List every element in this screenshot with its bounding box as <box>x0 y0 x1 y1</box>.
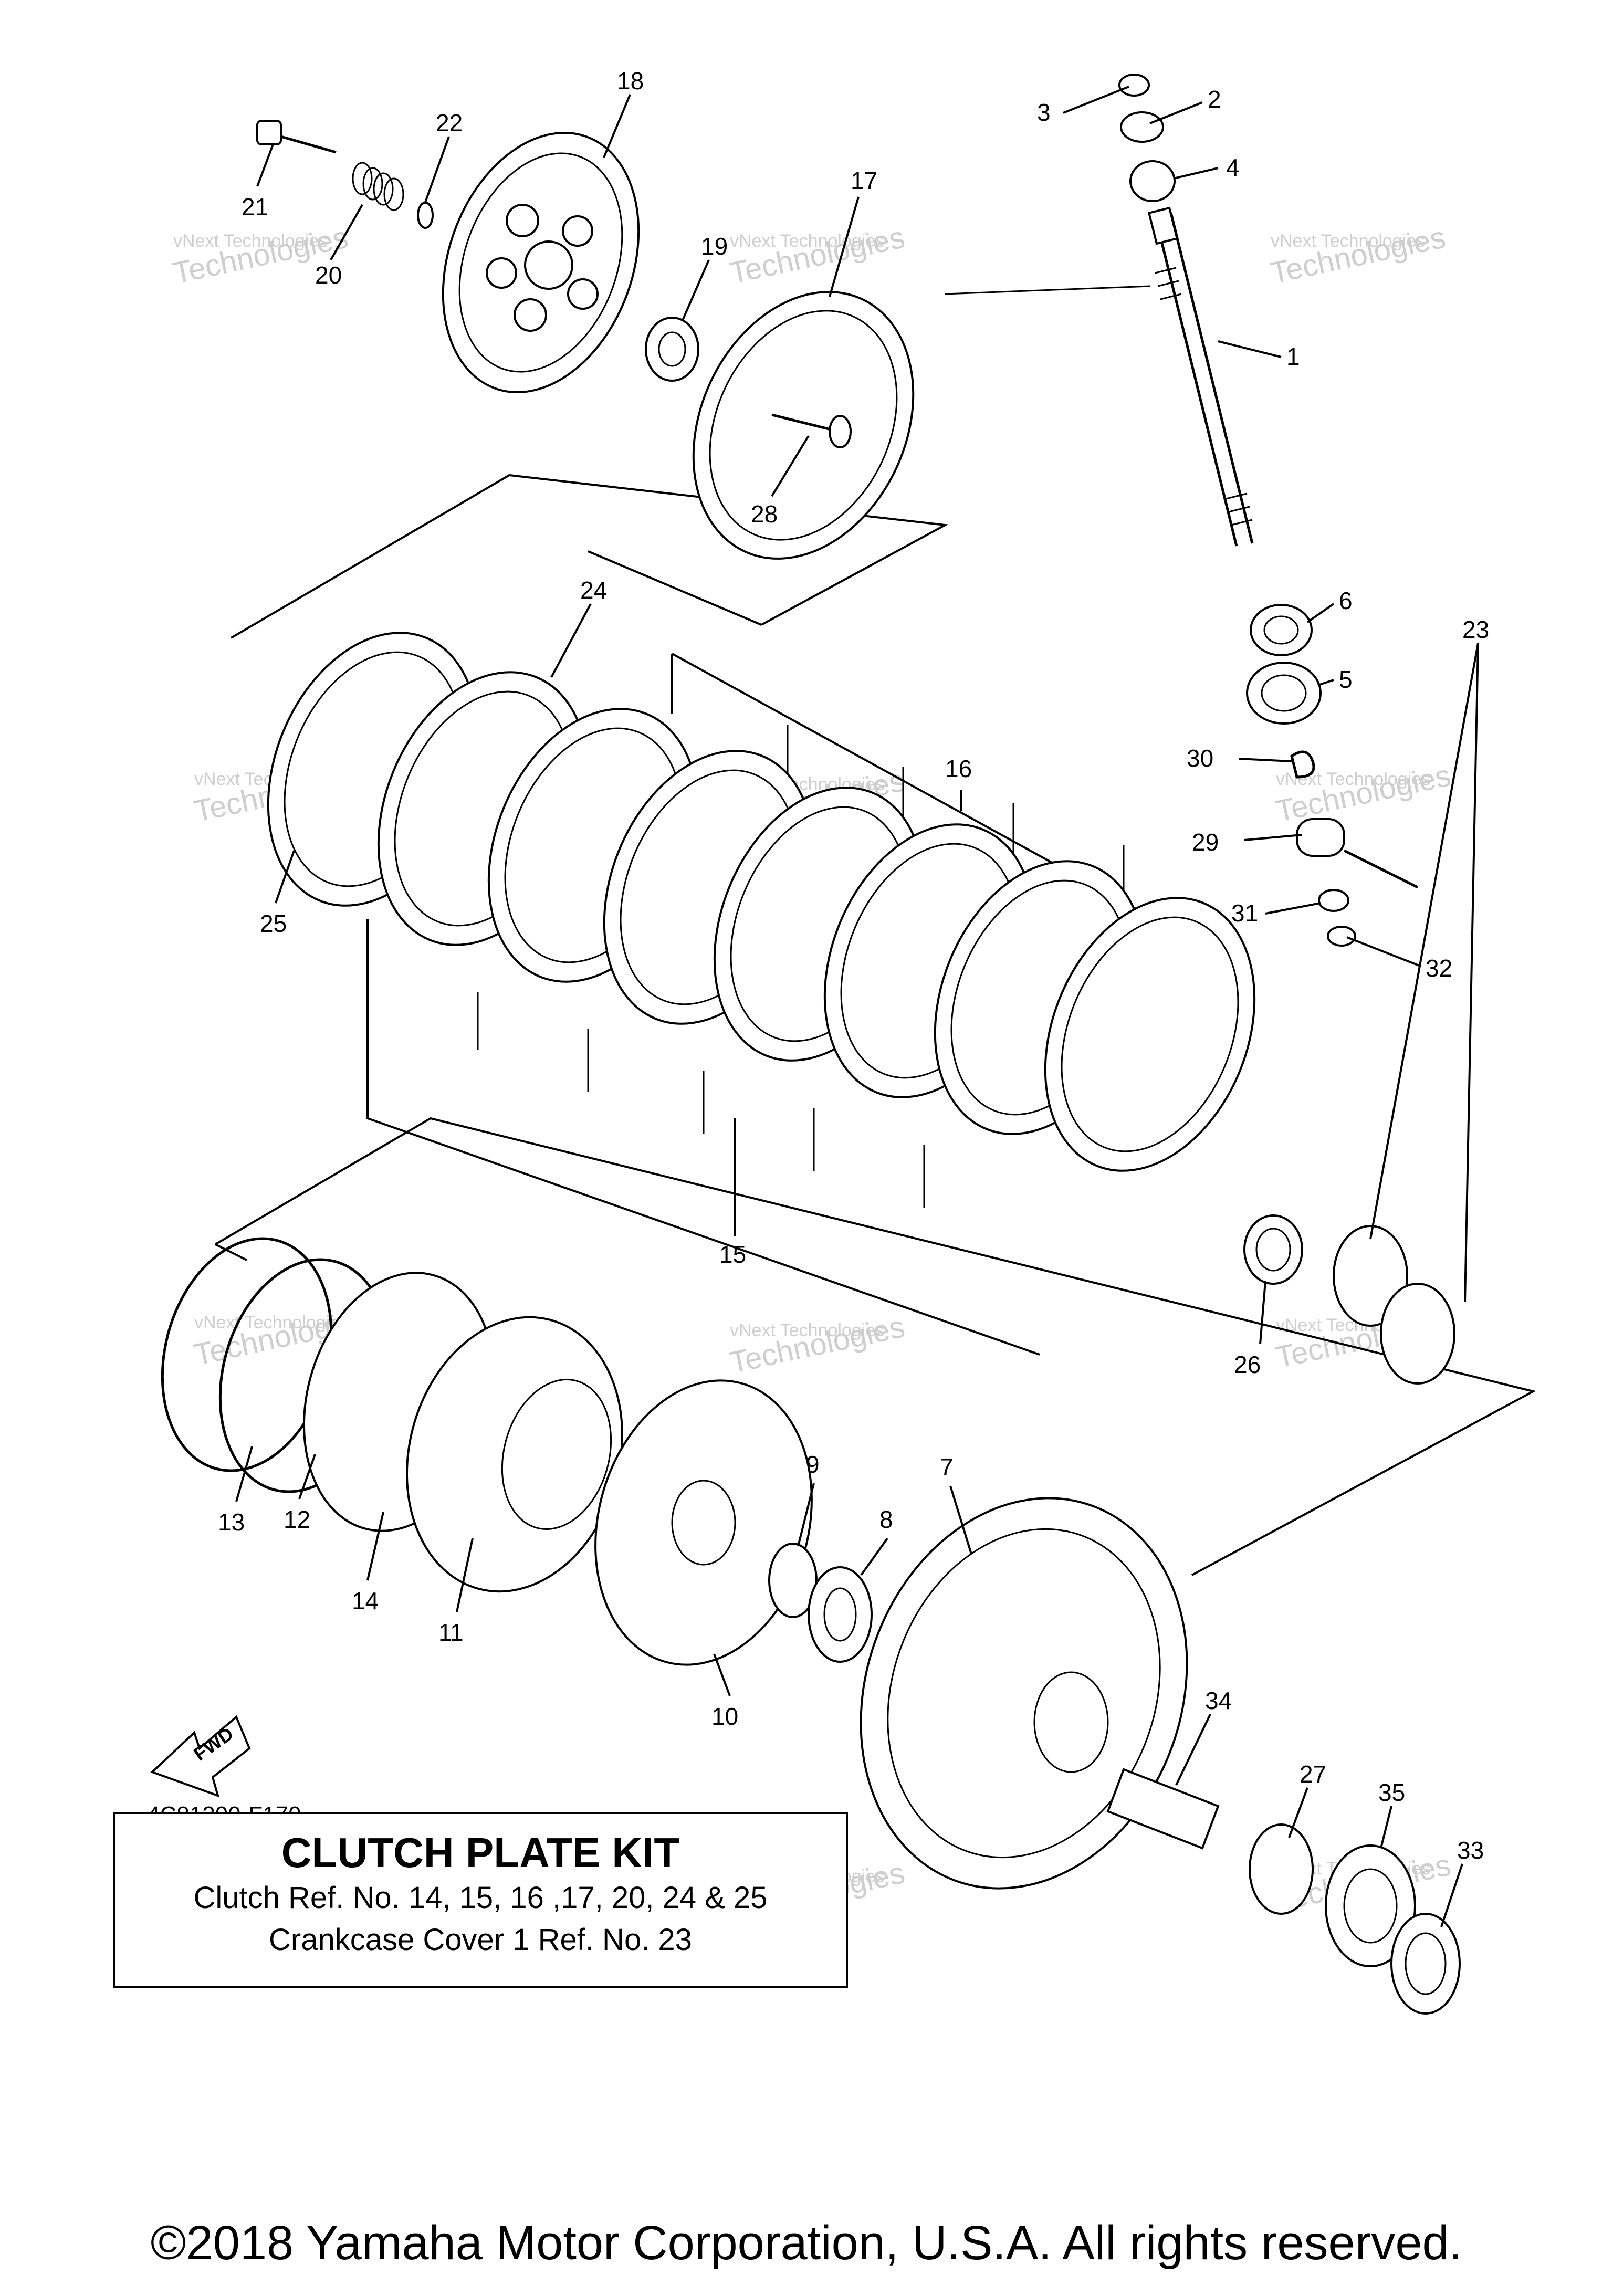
callout-31: 31 <box>1231 899 1258 927</box>
thrust-plate-8 <box>808 1566 873 1663</box>
callout-11: 11 <box>438 1619 464 1646</box>
nut-icon <box>1243 1214 1303 1285</box>
callout-33: 33 <box>1457 1837 1484 1864</box>
callout-7: 7 <box>940 1453 954 1481</box>
callout-14: 14 <box>352 1587 379 1614</box>
callout-3: 3 <box>1037 99 1051 126</box>
callout-30: 30 <box>1187 745 1213 772</box>
callout-27: 27 <box>1300 1760 1326 1788</box>
bearing-icon <box>1250 604 1313 656</box>
friction-plate-17 <box>692 285 1150 560</box>
callout-28: 28 <box>751 500 778 528</box>
callout-29: 29 <box>1192 829 1219 856</box>
callout-26: 26 <box>1234 1351 1261 1378</box>
callout-9: 9 <box>806 1451 820 1478</box>
gear-35 <box>1325 1844 1416 1967</box>
washer-icon <box>1120 111 1164 143</box>
callout-18: 18 <box>617 67 644 95</box>
watermark-text: vNext Technologies <box>173 231 328 251</box>
callout-12: 12 <box>284 1506 310 1533</box>
spring-icon <box>1290 750 1315 779</box>
push-rod-tip <box>1147 206 1179 245</box>
circlip-icon <box>1327 926 1356 947</box>
lock-washer-icon <box>1380 1283 1455 1385</box>
kit-line-clutch: Clutch Ref. No. 14, 15, 16 ,17, 20, 24 &… <box>193 1881 768 1915</box>
watermark-text: vNext Technologies <box>730 1320 884 1340</box>
callout-24: 24 <box>580 576 607 604</box>
fwd-arrow-icon: FWD <box>150 1715 251 1798</box>
callout-5: 5 <box>1339 666 1353 693</box>
circlip-icon <box>1118 74 1150 97</box>
kit-line-crankcase: Crankcase Cover 1 Ref. No. 23 <box>269 1923 692 1957</box>
washer-9 <box>768 1543 818 1618</box>
clutch-plate-kit-box: CLUTCH PLATE KIT Clutch Ref. No. 14, 15,… <box>113 1812 848 1988</box>
watermark-text: vNext Technologies <box>1276 769 1430 789</box>
push-rod-assembly <box>1118 74 1419 947</box>
needle-bearing-27 <box>1249 1823 1314 1915</box>
watermark-text: vNext Technologies <box>1271 231 1425 251</box>
kit-title: CLUTCH PLATE KIT <box>281 1829 680 1876</box>
washer-icon <box>417 202 434 229</box>
callout-23: 23 <box>1462 616 1489 643</box>
watermark-text: vNext Technologies <box>730 231 884 251</box>
short-push-rod <box>771 413 835 432</box>
bearing-icon <box>645 317 699 382</box>
push-lever-icon <box>1296 818 1345 857</box>
plate-stack <box>267 632 1256 1172</box>
driven-gear-group <box>860 1497 1461 2015</box>
callout-13: 13 <box>218 1508 245 1536</box>
primary-driven-gear <box>860 1497 1188 1890</box>
callout-2: 2 <box>1208 86 1221 113</box>
callout-20: 20 <box>315 261 342 289</box>
callout-17: 17 <box>851 167 877 194</box>
oil-seal-icon <box>1246 662 1322 725</box>
pressure-plate-assembly <box>256 120 699 393</box>
callout-25: 25 <box>260 910 287 937</box>
callout-35: 35 <box>1378 1779 1405 1806</box>
nut-and-lockwashers <box>1243 1214 1455 1385</box>
callout-32: 32 <box>1426 955 1452 982</box>
callout-19: 19 <box>701 233 728 260</box>
callout-4: 4 <box>1226 154 1240 181</box>
plate-15 <box>1044 897 1256 1172</box>
callout-34: 34 <box>1205 1687 1232 1714</box>
callout-15: 15 <box>719 1241 746 1268</box>
leader-lines <box>235 86 1479 1927</box>
callout-16: 16 <box>945 755 972 782</box>
bolt-icon <box>256 120 282 145</box>
hub-group <box>161 1237 873 1666</box>
watermark-text: vNext Technologies <box>194 1313 349 1333</box>
callout-6: 6 <box>1339 587 1353 614</box>
washer-icon <box>1318 889 1349 912</box>
callout-10: 10 <box>711 1703 738 1730</box>
callout-22: 22 <box>436 109 463 137</box>
bolt-shank <box>280 135 337 154</box>
callout-1: 1 <box>1286 343 1300 370</box>
spacer-34 <box>1106 1768 1220 1850</box>
callout-labels: 1 2 3 4 5 6 7 8 9 10 11 12 13 14 15 16 1… <box>218 67 1489 1864</box>
callout-21: 21 <box>242 193 268 221</box>
copyright-notice: ©2018 Yamaha Motor Corporation, U.S.A. A… <box>150 2216 1463 2270</box>
group-frame-hub <box>214 1117 1536 1576</box>
bush-icon <box>1129 160 1176 202</box>
callout-8: 8 <box>879 1506 893 1533</box>
washer-33 <box>1390 1913 1461 2015</box>
clutch-spring-icon <box>352 162 404 211</box>
